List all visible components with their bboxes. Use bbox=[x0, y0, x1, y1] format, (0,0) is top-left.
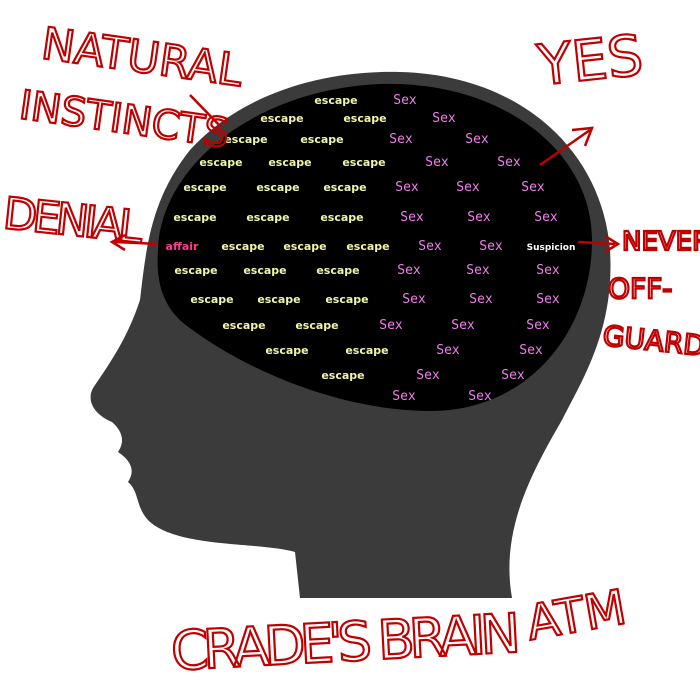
caption-crades-brain: CRADE'S BRAIN bbox=[169, 602, 522, 683]
brain-word-sex: Sex bbox=[501, 368, 525, 383]
label-denial: DENIAL bbox=[1, 188, 146, 253]
brain-word-sex: Sex bbox=[379, 318, 403, 333]
brain-word-escape: escape bbox=[342, 156, 385, 169]
caption-atm: ATM bbox=[522, 579, 630, 651]
brain-word-sex: Sex bbox=[536, 263, 560, 278]
brain-word-affair: affair bbox=[166, 240, 200, 253]
brain-word-escape: escape bbox=[325, 293, 368, 306]
brain-word-sex: Sex bbox=[402, 292, 426, 307]
brain-word-sex: Sex bbox=[432, 111, 456, 126]
brain-word-sex: Sex bbox=[534, 210, 558, 225]
brain-word-escape: escape bbox=[257, 293, 300, 306]
brain-word-sex: Sex bbox=[393, 93, 417, 108]
label-natural: NATURAL bbox=[38, 18, 246, 97]
brain-word-sex: Sex bbox=[389, 132, 413, 147]
brain-word-escape: escape bbox=[224, 133, 267, 146]
annotation-arrows bbox=[109, 94, 621, 254]
brain-word-sex: Sex bbox=[451, 318, 475, 333]
arrow-never bbox=[577, 234, 621, 254]
brain-word-escape: escape bbox=[221, 240, 264, 253]
brain-word-escape: escape bbox=[183, 181, 226, 194]
brain-word-sex: Sex bbox=[519, 343, 543, 358]
brain-word-sex: Sex bbox=[400, 210, 424, 225]
brain-word-sex: Sex bbox=[456, 180, 480, 195]
brain-word-escape: escape bbox=[243, 264, 286, 277]
arrow-yes bbox=[539, 126, 594, 167]
brain-word-escape: escape bbox=[314, 94, 357, 107]
label-never: NEVER bbox=[622, 227, 700, 257]
brain-word-escape: escape bbox=[222, 319, 265, 332]
brain-word-sex: Sex bbox=[395, 180, 419, 195]
brain-word-sex: Sex bbox=[418, 239, 442, 254]
arrow-denial bbox=[109, 233, 159, 252]
brain-word-escape: escape bbox=[265, 344, 308, 357]
brain-word-sex: Sex bbox=[521, 180, 545, 195]
label-yes: YES bbox=[534, 23, 646, 99]
brain-word-sex: Sex bbox=[436, 343, 460, 358]
brain-word-sex: Sex bbox=[536, 292, 560, 307]
brain-word-escape: escape bbox=[316, 264, 359, 277]
brain-word-escape: escape bbox=[174, 264, 217, 277]
brain-word-escape: escape bbox=[246, 211, 289, 224]
brain-word-escape: escape bbox=[173, 211, 216, 224]
brain-word-escape: escape bbox=[321, 369, 364, 382]
brain-word-escape: escape bbox=[343, 112, 386, 125]
brain-word-sex: Sex bbox=[465, 132, 489, 147]
brain-word-sex: Sex bbox=[497, 155, 521, 170]
brain-word-escape: escape bbox=[320, 211, 363, 224]
brain-word-sex: Sex bbox=[416, 368, 440, 383]
brain-word-sex: Sex bbox=[468, 389, 492, 404]
brain-word-sex: Sex bbox=[467, 210, 491, 225]
brain-word-sex: Sex bbox=[466, 263, 490, 278]
brain-word-sex: Sex bbox=[392, 389, 416, 404]
label-instincts: INSTINCTS bbox=[17, 82, 232, 157]
brain-word-escape: escape bbox=[283, 240, 326, 253]
brain-word-escape: escape bbox=[295, 319, 338, 332]
brain-word-escape: escape bbox=[199, 156, 242, 169]
brain-word-escape: escape bbox=[345, 344, 388, 357]
brain-word-escape: escape bbox=[256, 181, 299, 194]
brain-word-sex: Sex bbox=[469, 292, 493, 307]
label-guard: GUARD bbox=[601, 319, 700, 363]
brain-word-sex: Sex bbox=[397, 263, 421, 278]
brain-word-suspicion: Suspicion bbox=[527, 243, 576, 253]
brain-word-escape: escape bbox=[260, 112, 303, 125]
brain-word-sex: Sex bbox=[479, 239, 503, 254]
brain-word-sex: Sex bbox=[526, 318, 550, 333]
brain-word-escape: escape bbox=[190, 293, 233, 306]
brain-word-escape: escape bbox=[346, 240, 389, 253]
brain-word-sex: Sex bbox=[425, 155, 449, 170]
label-off: OFF- bbox=[608, 272, 672, 305]
brain-word-escape: escape bbox=[268, 156, 311, 169]
arrow-instincts bbox=[189, 94, 223, 129]
brain-word-escape: escape bbox=[300, 133, 343, 146]
brain-area bbox=[157, 83, 592, 411]
brain-word-escape: escape bbox=[323, 181, 366, 194]
